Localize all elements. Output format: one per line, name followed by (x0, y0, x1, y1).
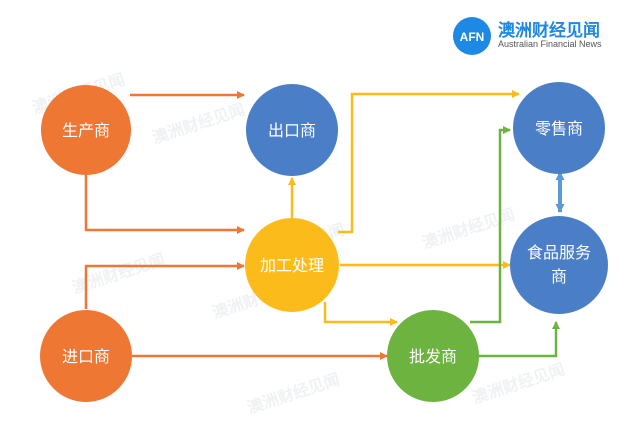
node-label: 进口商 (62, 347, 110, 366)
afn-logo-icon: AFN (453, 17, 491, 55)
edge-wholesaler-foodservice (478, 321, 560, 358)
node-exporter: 出口商 (246, 84, 338, 176)
node-label: 零售商 (535, 119, 583, 138)
edge-layer (84, 90, 565, 360)
node-label: 生产商 (62, 121, 110, 140)
node-label-line1: 食品服务 (527, 243, 591, 262)
node-label: 批发商 (409, 347, 457, 366)
node-label: 出口商 (268, 121, 316, 140)
logo-tagline: Australian Financial News (498, 39, 602, 49)
afn-logo: AFN 澳洲财经见闻 Australian Financial News (452, 12, 632, 60)
node-importer: 进口商 (40, 310, 132, 402)
edge-processing-wholesaler (323, 302, 398, 326)
node-retailer: 零售商 (513, 82, 605, 174)
node-foodservice: 食品服务 商 (510, 216, 608, 314)
node-wholesaler: 批发商 (387, 310, 479, 402)
node-producer: 生产商 (41, 85, 131, 175)
edge-producer-processing (84, 174, 245, 234)
edge-wholesaler-retailer (470, 126, 511, 324)
node-label-line2: 商 (551, 267, 567, 286)
edge-processing-retailer (338, 90, 520, 234)
logo-name: 澳洲财经见闻 (498, 21, 600, 41)
edge-importer-processing (84, 262, 245, 309)
node-processing: 加工处理 (245, 218, 339, 312)
node-label: 加工处理 (260, 256, 324, 275)
logo-mark-text: AFN (460, 30, 485, 44)
